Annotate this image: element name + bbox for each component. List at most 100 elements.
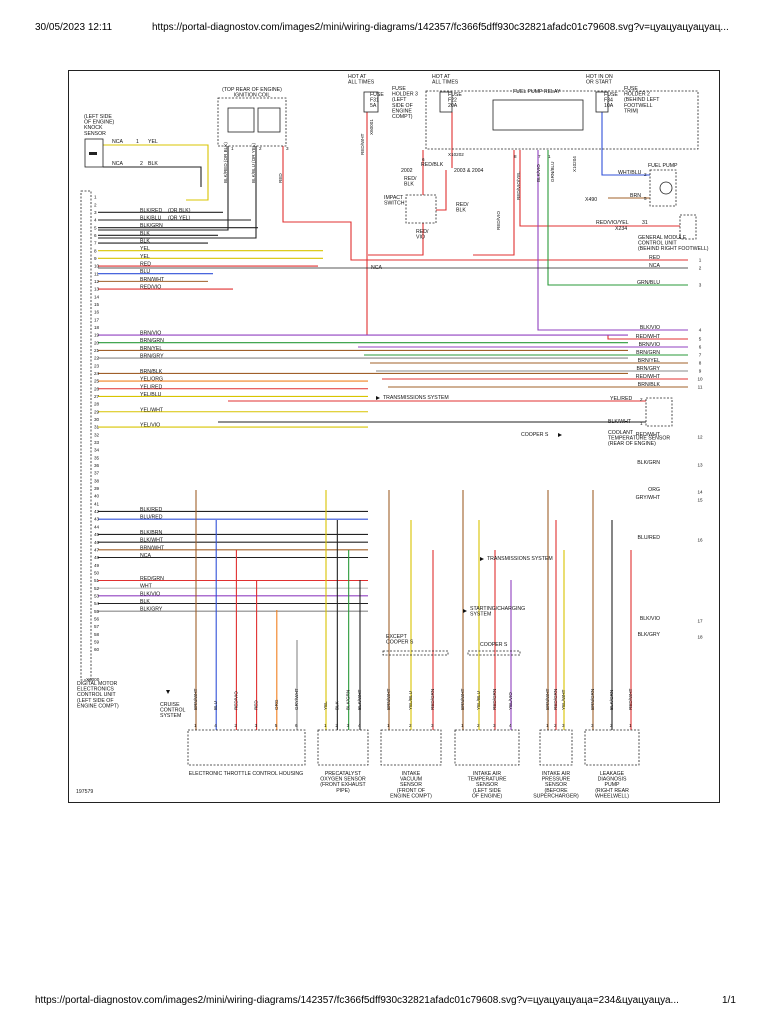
leak-pump-title: WHEELWELL) [595,793,629,799]
dme-pin-number: 30 [94,417,100,422]
dme-title: DIGITAL MOTOR [77,681,118,687]
fuse-f34-label: FUSE [604,92,618,98]
iap-sensor [539,729,573,766]
variant-bracket [382,650,449,656]
right-terminal-label: BLK/GRY [638,632,661,638]
right-terminal-label: RED [649,255,660,261]
arrow-label: TRANSMISSIONS SYSTEM [383,395,449,401]
leak-pump-wire-label: BRN/GRN [590,689,595,710]
throttle-housing-pin: 1 [194,723,197,728]
right-terminal-label: NCA [649,263,660,269]
coolant-wire-label: YEL/RED [610,396,632,402]
right-terminal-number: 4 [699,328,702,333]
right-terminal-number: 18 [697,635,703,640]
leak-pump-title: LEAKAGE [600,771,625,777]
dme-pin-number: 22 [94,356,100,361]
fuse-holder3-wire-label: RED/WHT [360,133,365,155]
right-terminal-label: GRN/BLU [637,280,660,286]
dme-wire-label: YEL/RED [140,384,162,390]
variant-label: COOPER S [386,640,414,646]
dme-pin-number: 19 [94,333,100,338]
fuse-f22-hot-label: ALL TIMES [432,80,459,86]
throttle-housing-pin: 5 [275,723,278,728]
right-terminal-number: 11 [698,385,703,390]
fuse-holder2-desc: (BEHIND LEFT [624,97,660,103]
gmcu-wire [519,150,680,227]
o2-sensor-wire-label: BLK [334,700,339,710]
dme-pin-number: 40 [94,494,100,499]
knock-nca: NCA [112,139,123,145]
knock-sensor-title: (LEFT SIDE [84,114,112,120]
iat-sensor-title: TEMPERATURE [468,777,507,783]
dme-wire-label: BLK/RED [140,507,162,513]
right-terminal-label: BRN/GRN [636,350,660,356]
o2-sensor-title: OXYGEN SENSOR [320,777,366,783]
right-terminal-number: 2 [699,266,702,271]
dme-pin-number: 41 [94,501,100,506]
right-terminal-number: 1 [699,258,702,263]
dme-pin-number: 36 [94,463,100,468]
dme-wire-note: (OR BLK) [168,208,191,214]
leak-pump-title: PUMP [605,782,621,788]
throttle-housing-pin: 2 [234,723,237,728]
fuel-pump-relay-box [492,99,584,131]
ignition-coil-title: (TOP REAR OF ENGINE) [222,87,282,93]
right-terminal-number: 9 [699,369,702,374]
knock-nca: NCA [112,161,123,167]
coil-wire-1 [98,146,229,231]
iat-sensor-pin: 4 [509,723,512,728]
ignition-coil-title: IGNITION COIL [234,93,271,99]
right-terminal-label: RED/WHT [636,334,661,340]
impact-switch-box [405,194,437,224]
leak-pump [584,729,640,766]
footer-url[interactable]: https://portal-diagnostov.com/images2/mi… [35,995,679,1006]
fuse-f31-label: 5A [370,103,377,109]
right-terminal-number: 10 [697,377,703,382]
dme-wire-label: BRN/WHT [140,277,165,283]
dme-pin-number: 31 [94,425,100,430]
dme-wire-label: BLU/RED [140,515,163,521]
dme-pin-number: 23 [94,363,100,368]
throttle-housing-wire-label: BRN/WHT [193,688,198,710]
knock-wire-label: BLK [148,161,158,167]
impact-alt [436,170,447,211]
dme-pin-number: 24 [94,371,100,376]
throttle-housing-pin: 4 [214,723,217,728]
header-url[interactable]: https://portal-diagnostov.com/images2/mi… [152,22,729,33]
fuse-f34-label: F34 [604,98,613,104]
impact-switch-title: SWITCH [384,201,405,207]
right-terminal-number: 16 [697,538,703,543]
o2-sensor-title: (FRONT EXHAUST [320,782,366,788]
ignition-coil-pin: 3 [286,146,289,151]
fuse-f34 [595,91,609,113]
fuel-pump-title: FUEL PUMP [648,163,678,169]
dme-pin-number: 7 [94,241,97,246]
knock-sensor-title: OF ENGINE) [84,120,115,126]
dme-wire-label: YEL/WHT [140,407,164,413]
dme-pin-number: 47 [94,547,100,552]
dme-pin-number: 57 [94,624,100,629]
dme-wire-label: RED/VIO [140,285,161,291]
intake-vacuum-sensor-pin: 2 [409,723,412,728]
fuse-holder2-desc: FUSE [624,86,638,92]
footer-page-number: 1/1 [722,995,736,1006]
coolant-sensor-box [645,397,673,427]
right-terminal-label: BLK/GRN [637,460,660,466]
dme-pin-number: 37 [94,471,100,476]
dme-pin-number: 20 [94,340,100,345]
throttle-housing-wire-label: RED/VIO [233,691,238,710]
iap-sensor-pin: 3 [562,723,565,728]
leak-pump-wire-label: BLK/GRN [609,690,614,710]
intake-vacuum-sensor-wire-label: YEL/BLU [408,691,413,710]
dme-pin-number: 29 [94,409,100,414]
o2-sensor-pin: 4 [358,723,361,728]
throttle-housing-pin: 3 [255,723,258,728]
fuel-pump-wire-label: WHT/BLU [618,170,642,176]
dme-wire-label: YEL [140,254,150,260]
dme-pin-number: 32 [94,432,100,437]
relay-wire-vio [537,150,688,331]
coolant-pin: 1 [640,421,643,426]
intake-vacuum-sensor-title: (FRONT OF [397,788,425,794]
diagram-border [68,70,720,803]
dme-wire-label: BRN/WHT [140,545,165,551]
